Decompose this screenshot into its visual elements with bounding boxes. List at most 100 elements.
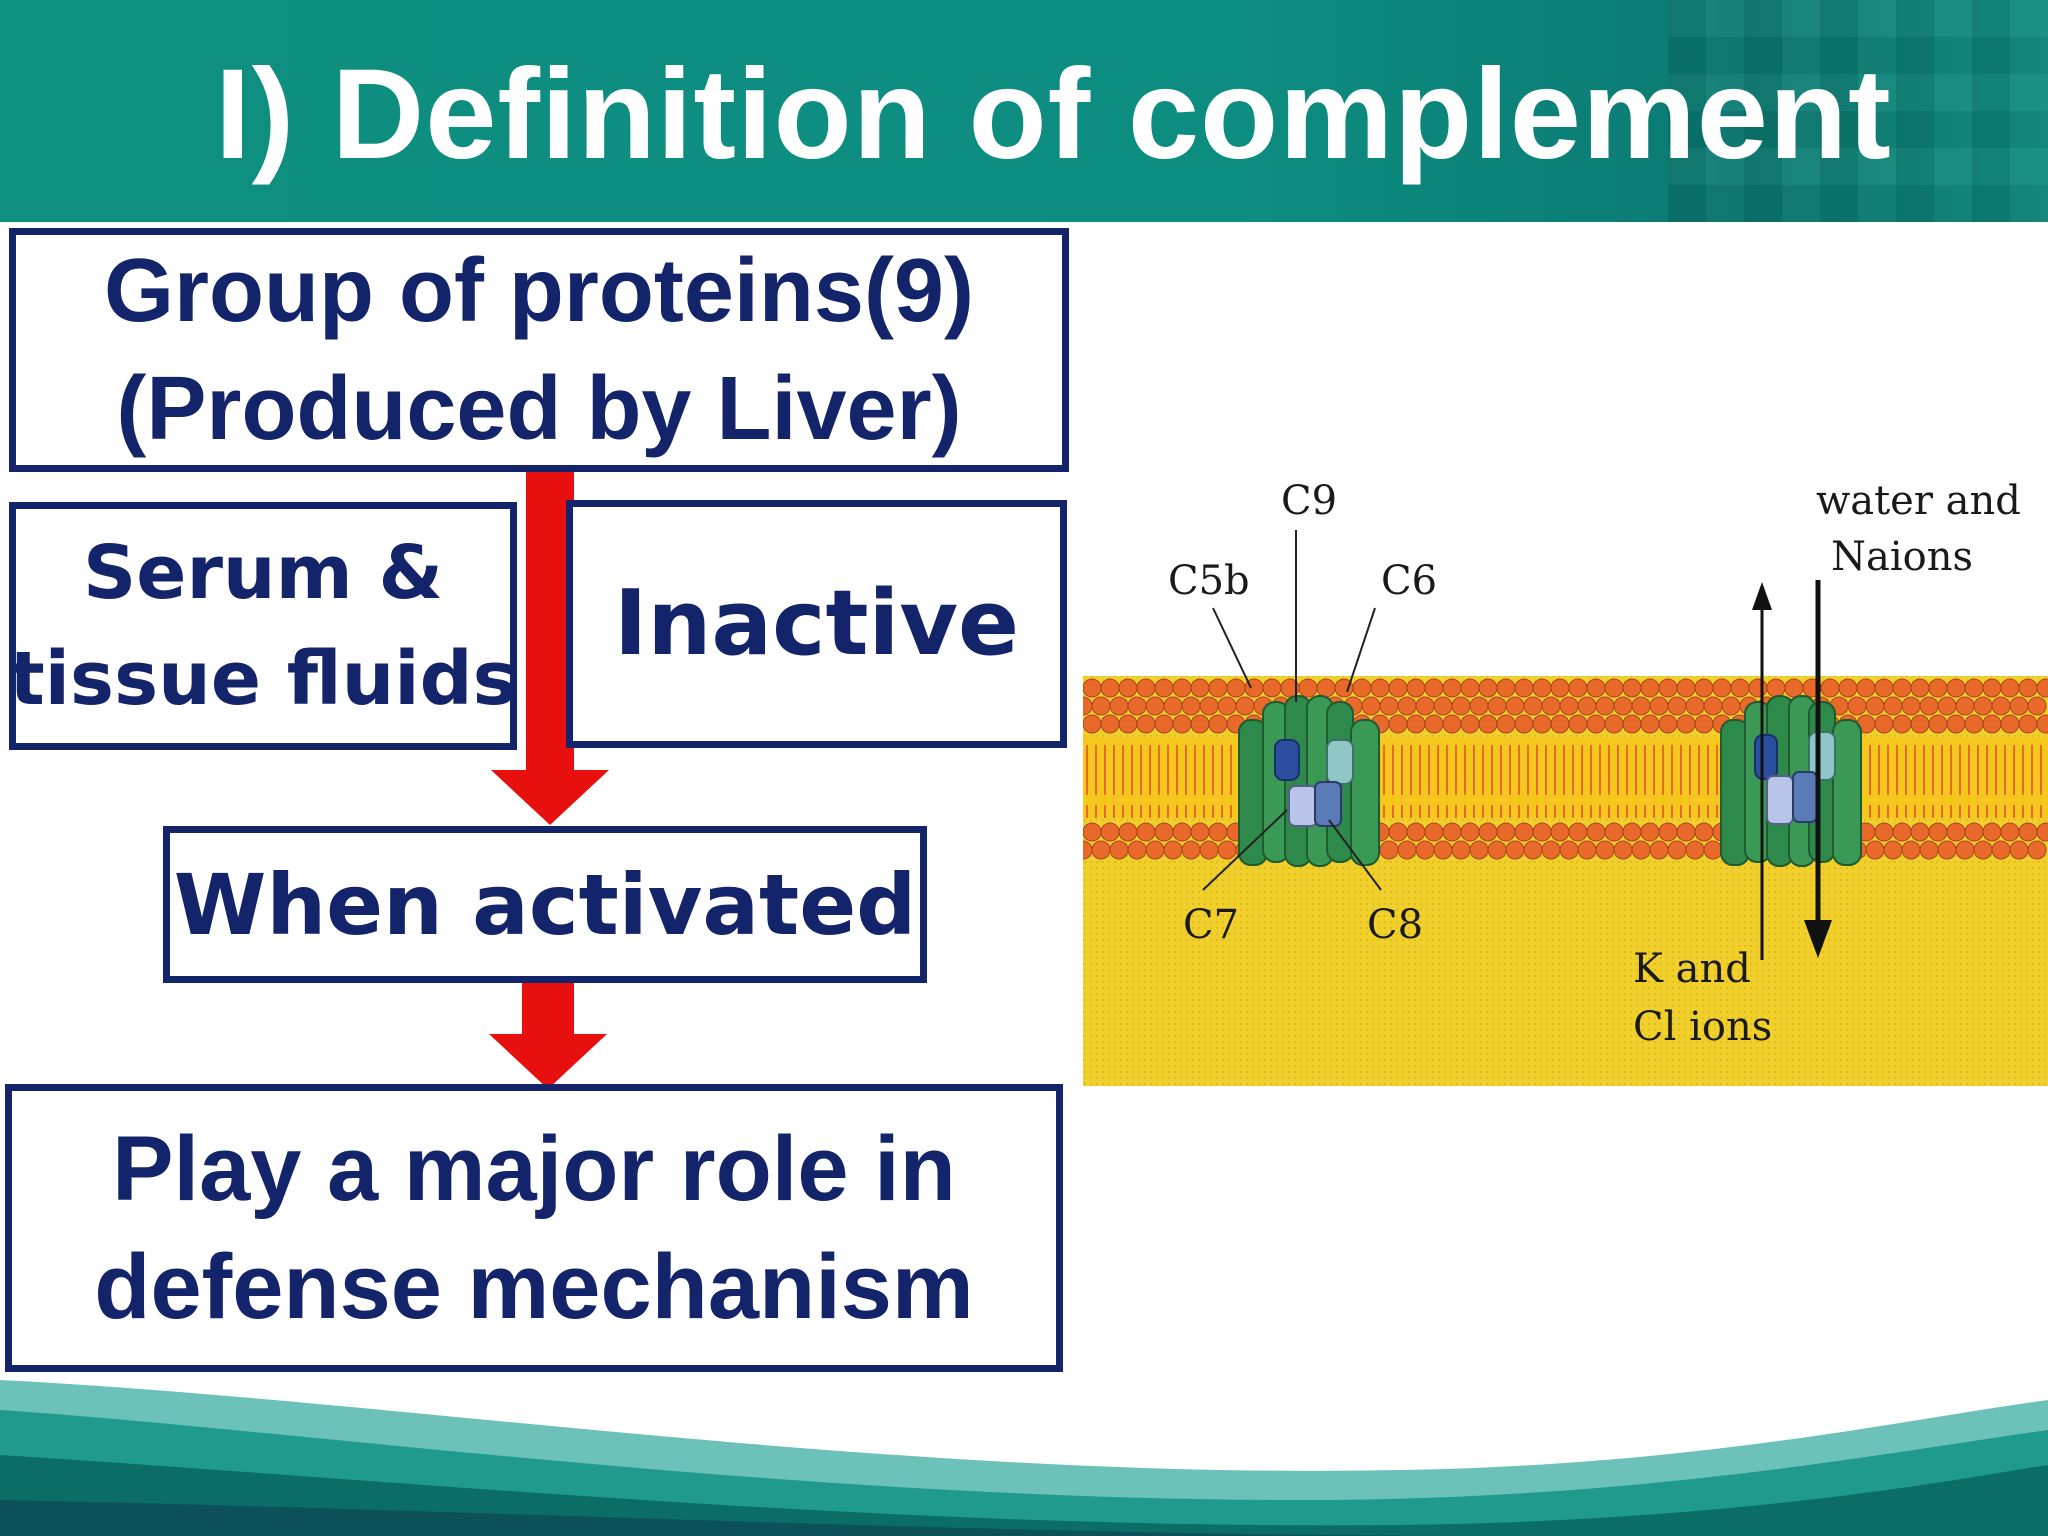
serum-line-2: tissue fluids <box>9 636 517 722</box>
slide-title: I) Definition of complement <box>215 43 1892 186</box>
lipid-head <box>1154 678 1174 698</box>
lipid-head <box>1874 714 1894 734</box>
lipid-head <box>1937 840 1957 860</box>
lipid-head <box>1874 678 1894 698</box>
lipid-head <box>1703 696 1723 716</box>
inactive-box: Inactive <box>566 500 1067 748</box>
lipid-head <box>1190 714 1210 734</box>
lipid-head <box>1919 840 1939 860</box>
label-k-1: K and <box>1633 946 1751 992</box>
lipid-head <box>1442 714 1462 734</box>
lipid-head <box>1172 714 1192 734</box>
label-c7: C7 <box>1183 902 1239 948</box>
lipid-head <box>1424 822 1444 842</box>
lipid-head <box>1901 696 1921 716</box>
label-c8: C8 <box>1367 902 1423 948</box>
lipid-head <box>1208 678 1228 698</box>
lipid-head <box>1946 822 1966 842</box>
lipid-head <box>1083 822 1102 842</box>
lipid-head <box>2018 714 2038 734</box>
lipid-head <box>1640 678 1660 698</box>
lipid-head <box>1649 840 1669 860</box>
lipid-head <box>1100 678 1120 698</box>
lipid-head <box>1091 696 1111 716</box>
lipid-head <box>1388 678 1408 698</box>
lipid-head <box>1316 678 1336 698</box>
lipid-head <box>1892 714 1912 734</box>
lipid-head <box>2036 714 2048 734</box>
lipid-head <box>1406 822 1426 842</box>
lipid-head <box>1352 678 1372 698</box>
lipid-head <box>1424 678 1444 698</box>
lipid-head <box>1982 822 2002 842</box>
lipid-head <box>1199 840 1219 860</box>
lipid-head <box>1181 840 1201 860</box>
when-activated-box: When activated <box>163 826 927 983</box>
lipid-head <box>1460 714 1480 734</box>
lipid-head <box>1919 696 1939 716</box>
lipid-head <box>1154 822 1174 842</box>
ion-in-arrow <box>1804 580 1832 958</box>
label-water-1: water and <box>1816 478 2021 524</box>
lipid-head <box>1433 840 1453 860</box>
lipid-head <box>1595 840 1615 860</box>
lipid-head <box>1397 696 1417 716</box>
lipid-head <box>1928 678 1948 698</box>
lipid-head <box>1163 840 1183 860</box>
proteins-box: Group of proteins(9) (Produced by Liver) <box>9 228 1069 472</box>
lipid-head <box>1595 696 1615 716</box>
lipid-head <box>1874 822 1894 842</box>
lipid-head <box>1136 714 1156 734</box>
lipid-head <box>1568 714 1588 734</box>
label-c6: C6 <box>1381 558 1437 604</box>
lipid-head <box>1424 714 1444 734</box>
lipid-head <box>1640 822 1660 842</box>
lipid-head <box>1604 678 1624 698</box>
lipid-head <box>1505 696 1525 716</box>
lipid-head <box>1892 822 1912 842</box>
lipid-head <box>1406 714 1426 734</box>
label-water-2: Naions <box>1831 534 1973 580</box>
lipid-head <box>1847 696 1867 716</box>
lipid-head <box>1820 678 1840 698</box>
proteins-line-1: Group of proteins(9) <box>104 241 974 341</box>
lipid-head <box>2027 840 2047 860</box>
lipid-head <box>1451 696 1471 716</box>
lipid-head <box>1622 678 1642 698</box>
role-line-2: defense mechanism <box>94 1236 974 1338</box>
lipid-head <box>1946 678 1966 698</box>
lipid-head <box>1154 714 1174 734</box>
lipid-head <box>1406 678 1426 698</box>
lipid-head <box>1298 678 1318 698</box>
lipid-head <box>1577 696 1597 716</box>
lipid-head <box>1604 714 1624 734</box>
lipid-head <box>1083 678 1102 698</box>
lipid-head <box>1496 822 1516 842</box>
lipid-head <box>1532 714 1552 734</box>
arrow-down-1-head <box>491 770 609 825</box>
lipid-head <box>2000 714 2020 734</box>
lipid-head <box>1442 678 1462 698</box>
cytoplasm <box>1083 676 2048 1086</box>
role-box: Play a major role in defense mechanism <box>5 1084 1063 1372</box>
lipid-head <box>1109 840 1129 860</box>
lipid-head <box>1694 822 1714 842</box>
lipid-head <box>1118 822 1138 842</box>
lipid-head <box>1631 696 1651 716</box>
lipid-head <box>1712 678 1732 698</box>
lipid-head <box>1388 714 1408 734</box>
lipid-head <box>1415 840 1435 860</box>
lipid-head <box>1694 714 1714 734</box>
lipid-head <box>1883 696 1903 716</box>
lipid-head <box>1199 696 1219 716</box>
lipid-head <box>1676 714 1696 734</box>
lipid-head <box>2036 822 2048 842</box>
lipid-head <box>1991 696 2011 716</box>
serum-line-1: Serum & <box>82 530 444 616</box>
lipid-head <box>1109 696 1129 716</box>
lipid-head <box>2009 840 2029 860</box>
lipid-tails <box>1083 738 2048 818</box>
lipid-head <box>1658 714 1678 734</box>
lipid-head <box>1172 678 1192 698</box>
lipid-head <box>1208 822 1228 842</box>
